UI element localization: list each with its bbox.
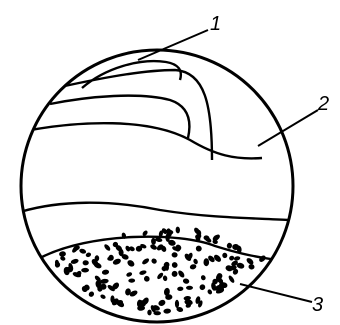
- callout-label-2: 2: [317, 93, 329, 115]
- outer-circle: [21, 50, 293, 322]
- callout-label-3: 3: [312, 294, 323, 316]
- leader-line-3: [240, 284, 312, 302]
- grain-dot: [186, 286, 193, 290]
- callout-label-1: 1: [210, 13, 221, 35]
- grain-dot: [203, 258, 209, 266]
